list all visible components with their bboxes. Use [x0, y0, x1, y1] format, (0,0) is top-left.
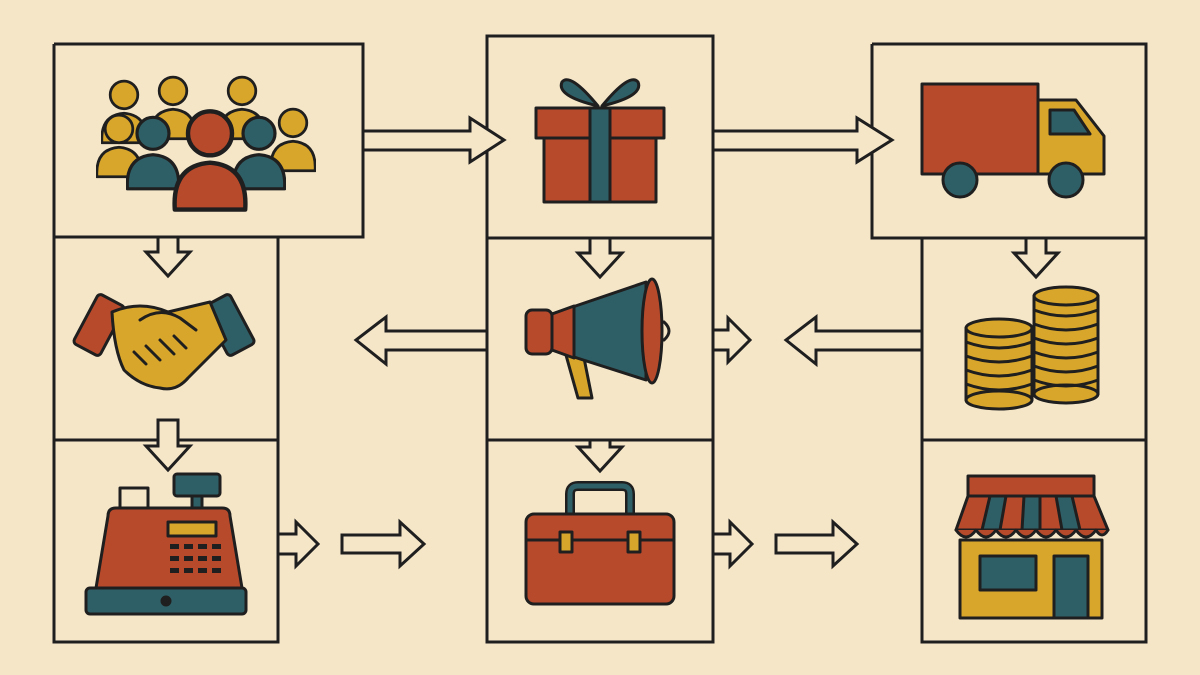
shop-icon — [954, 474, 1110, 620]
arrow-shipping-to-revenue — [1010, 236, 1062, 280]
arrow-promotion-to-business — [574, 438, 626, 474]
arrow-customers-to-partnership — [142, 235, 194, 279]
arrow-product-to-shipping — [711, 115, 895, 165]
box-checkout — [52, 237, 280, 644]
cash-register-icon — [84, 472, 248, 616]
arrow-business-to-storefront — [774, 518, 860, 570]
handshake-icon — [72, 293, 256, 391]
arrow-product-to-promotion — [574, 236, 626, 280]
people-group-icon — [96, 75, 316, 210]
box-storefront — [920, 438, 1148, 644]
arrow-checkout-to-business — [340, 518, 427, 570]
box-customers — [52, 42, 365, 239]
arrow-business-stub — [711, 518, 755, 570]
arrow-partnership-to-checkout — [142, 418, 194, 473]
briefcase-icon — [524, 481, 676, 606]
megaphone-icon — [524, 277, 671, 400]
gift-box-icon — [534, 78, 666, 204]
coin-stacks-icon — [964, 285, 1100, 411]
arrow-promotion-stub — [711, 314, 753, 366]
delivery-truck-icon — [920, 82, 1106, 199]
flow-arrows — [142, 115, 1062, 570]
arrow-customers-to-product — [361, 115, 507, 165]
arrow-checkout-stub — [276, 518, 321, 570]
arrow-promotion-to-partnership — [353, 313, 489, 368]
arrow-revenue-to-promotion — [783, 313, 924, 368]
